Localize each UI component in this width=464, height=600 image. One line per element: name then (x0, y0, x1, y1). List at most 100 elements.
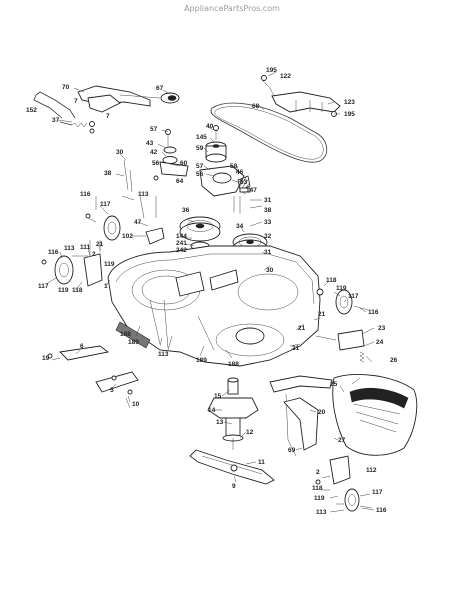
callout-116: 116 (80, 191, 91, 198)
callout-19: 19 (42, 355, 50, 362)
callout-15: 15 (214, 393, 222, 400)
callout-36: 36 (182, 207, 190, 214)
callout-58: 58 (230, 163, 238, 170)
callout-12: 12 (246, 429, 254, 436)
chute-bracket (315, 329, 365, 363)
callout-30: 30 (116, 149, 124, 156)
callout-31: 31 (264, 197, 272, 204)
callout-188: 188 (120, 331, 131, 338)
callout-144: 144 (176, 233, 187, 240)
callout-119: 119 (104, 261, 115, 268)
watermark-text: AppliancePartsPros.com (184, 4, 280, 13)
callout-242: 242 (176, 247, 187, 254)
callout-43: 43 (146, 140, 154, 147)
left-gauge-wheels (41, 195, 165, 287)
callout-113: 113 (138, 191, 149, 198)
callout-56: 56 (152, 160, 160, 167)
callout-119-b: 119 (58, 287, 69, 294)
mower-deck-housing (107, 245, 321, 367)
callout-57-b: 57 (196, 163, 204, 170)
callout-30-b: 30 (266, 267, 274, 274)
callout-195: 195 (266, 67, 277, 74)
callout-11: 11 (258, 459, 265, 466)
callout-152: 152 (26, 107, 37, 114)
callout-70: 70 (62, 84, 70, 91)
callout-117-c: 117 (348, 293, 359, 300)
callout-7-b: 7 (106, 113, 110, 120)
callout-118-b: 118 (326, 277, 337, 284)
callout-10: 10 (132, 401, 140, 408)
leader-lines (45, 71, 375, 513)
callout-117-d: 117 (372, 489, 383, 496)
callout-113-c: 113 (158, 351, 169, 358)
callout-47: 47 (134, 219, 142, 226)
callout-27: 27 (338, 437, 346, 444)
callout-57: 57 (150, 126, 158, 133)
callout-122: 122 (280, 73, 291, 80)
callout-26: 26 (390, 357, 398, 364)
discharge-chute (269, 373, 418, 456)
callout-2-b: 2 (316, 469, 320, 476)
rear-gauge-wheel (315, 455, 373, 512)
callout-241: 241 (176, 240, 187, 247)
callout-21-d: 21 (292, 345, 300, 352)
callout-102: 102 (122, 233, 133, 240)
callout-14: 14 (208, 407, 216, 414)
callout-195-b: 195 (344, 111, 355, 118)
callout-59: 59 (196, 145, 204, 152)
callout-21: 21 (96, 241, 104, 248)
callout-116-c: 116 (368, 309, 379, 316)
callout-118: 118 (72, 287, 83, 294)
mower-blade (189, 449, 275, 485)
callout-labels: 70 7 7 152 37 67 57 43 42 56 60 64 30 38… (26, 67, 398, 516)
callout-6: 6 (80, 343, 84, 350)
callout-46: 46 (236, 169, 244, 176)
callout-119-d: 119 (314, 495, 325, 502)
callout-113-d: 113 (316, 509, 327, 516)
callout-68: 68 (252, 103, 260, 110)
callout-147: 147 (246, 187, 257, 194)
callout-116-d: 116 (376, 507, 387, 514)
callout-40: 40 (206, 123, 214, 130)
callout-112: 112 (366, 467, 377, 474)
callout-119-c: 119 (336, 285, 347, 292)
callout-38-b: 38 (264, 207, 272, 214)
callout-118-c: 118 (312, 485, 323, 492)
callout-34: 34 (236, 223, 244, 230)
callout-60: 60 (180, 160, 188, 167)
callout-5: 5 (110, 387, 114, 394)
callout-56-b: 56 (196, 171, 204, 178)
callout-145: 145 (196, 134, 207, 141)
callout-25: 25 (330, 381, 338, 388)
callout-116-b: 116 (48, 249, 59, 256)
callout-13: 13 (216, 419, 224, 426)
callout-9: 9 (232, 483, 236, 490)
callout-31-b: 31 (264, 249, 272, 256)
callout-113-b: 113 (64, 245, 75, 252)
front-hanger-brackets (59, 345, 319, 457)
callout-21-b: 21 (318, 311, 326, 318)
callout-188-b: 188 (228, 361, 239, 368)
callout-21-c: 21 (298, 325, 306, 332)
drive-belt-and-guide (210, 75, 341, 163)
callout-33: 33 (264, 219, 272, 226)
left-bolt-set (47, 213, 131, 409)
callout-38: 38 (104, 170, 112, 177)
callout-23: 23 (378, 325, 386, 332)
callout-64: 64 (176, 178, 184, 185)
callout-37: 37 (52, 117, 60, 124)
callout-111: 111 (80, 244, 91, 251)
callout-117-b: 117 (38, 283, 49, 290)
deck-lift-linkage (33, 85, 180, 134)
callout-189: 189 (128, 339, 139, 346)
callout-189-b: 189 (196, 357, 207, 364)
callout-20: 20 (318, 409, 326, 416)
callout-123: 123 (344, 99, 355, 106)
callout-69: 69 (288, 447, 296, 454)
callout-63: 63 (240, 179, 248, 186)
clutch-bracket (123, 129, 189, 193)
callout-2: 2 (92, 251, 96, 258)
callout-1: 1 (104, 283, 108, 290)
callout-32: 32 (264, 233, 272, 240)
